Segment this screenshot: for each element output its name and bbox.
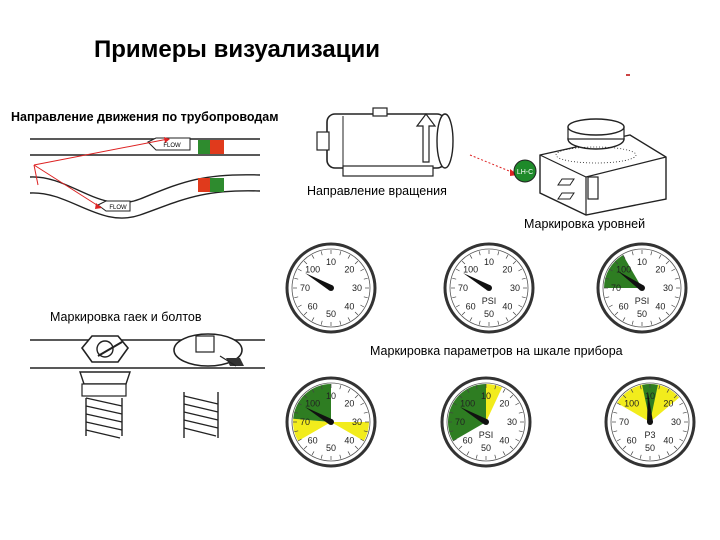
gauge-scale-label: 70 [300,283,310,293]
gauge-scale-label: 20 [502,265,512,275]
caption-nuts: Маркировка гаек и болтов [50,310,202,324]
gauge-scale-label: 40 [502,301,512,311]
gauge-scale-label: 50 [326,443,336,453]
gauge-plain-1: 10 20 30 40 50 60 70 100 [285,242,377,334]
gauge-scale-label: 40 [344,301,354,311]
gauge-scale-label: 10 [481,391,491,401]
gauge-scale-label: 40 [499,435,509,445]
gauge-scale-label: 70 [619,417,629,427]
gauge-unit-label: PSI [482,296,497,306]
gauge-scale-label: 70 [458,283,468,293]
gauge-unit-label: PSI [479,430,494,440]
gauge-scale-label: 10 [645,391,655,401]
gauge-greenyellow-1: 10 20 30 40 50 60 70 100 [285,376,377,468]
gauge-scale-label: 60 [308,301,318,311]
gauge-scale-label: 100 [624,399,639,409]
pipes-illustration: FLOW FLOW [29,137,261,219]
gauge-scale-label: 60 [619,301,629,311]
gauge-scale-label: 60 [466,301,476,311]
caption-gauge-params: Маркировка параметров на шкале прибора [370,344,623,358]
gauge-needle [647,392,653,423]
gauge-scale-label: 20 [499,399,509,409]
gauge-scale-label: 100 [616,265,631,275]
gauge-scale-label: 20 [344,265,354,275]
gauge-scale-label: 70 [611,283,621,293]
gauge-scale-label: 100 [305,265,320,275]
level-badge: LH-C [513,159,537,183]
gauge-scale-label: 10 [637,257,647,267]
caption-pipes: Направление движения по трубопроводам [11,110,279,124]
gauge-needle [305,273,333,291]
gauge-scale-label: 20 [344,399,354,409]
gauge-scale-label: 30 [510,283,520,293]
flow-label-lower: FLOW [109,205,127,211]
gauge-scale-label: 100 [460,399,475,409]
gauge-scale-label: 40 [663,435,673,445]
gauge-scale-label: 50 [637,309,647,319]
gauge-needle [617,270,644,291]
svg-text:LH-C: LH-C [517,169,533,176]
gauge-scale-label: 40 [655,301,665,311]
gauge-scale-label: 100 [463,265,478,275]
gauge-scale-label: 10 [484,257,494,267]
gauge-needle [463,273,491,291]
gauge-scale-label: 50 [645,443,655,453]
gauge-scale-label: 30 [352,417,362,427]
gauge-unit-label: PSI [635,296,650,306]
flow-label-upper: FLOW [163,143,181,149]
gauge-scale-label: 30 [507,417,517,427]
gauge-needle [305,407,333,425]
gauge-scale-label: 70 [300,417,310,427]
gauge-scale-label: 60 [627,435,637,445]
gauge-scale-label: 10 [326,257,336,267]
level-device-illustration: LH-C [469,118,667,216]
rotation-arrow-icon [415,113,437,163]
gauge-scale-label: 10 [326,391,336,401]
gauge-scale-label: 30 [352,283,362,293]
gauge-scale-label: 20 [663,399,673,409]
gauge-scale-label: 30 [671,417,681,427]
gauge-needle [460,407,488,425]
gauge-scale-label: 50 [326,309,336,319]
nuts-bolts-illustration [30,333,265,439]
gauge-scale-label: 50 [481,443,491,453]
gauge-scale-label: 50 [484,309,494,319]
gauge-scale-label: 100 [305,399,320,409]
caption-rotation: Направление вращения [307,184,447,198]
gauge-scale-label: 60 [308,435,318,445]
gauge-scale-label: 20 [655,265,665,275]
gauge-scale-label: 40 [344,435,354,445]
gauge-scale-label: 70 [455,417,465,427]
corner-mark [626,74,630,76]
gauge-unit-label: P3 [644,430,655,440]
slide-title: Примеры визуализации [94,36,381,63]
gauge-scale-label: 60 [463,435,473,445]
caption-levels: Маркировка уровней [524,217,646,231]
motor-illustration [316,107,454,177]
gauge-scale-label: 30 [663,283,673,293]
